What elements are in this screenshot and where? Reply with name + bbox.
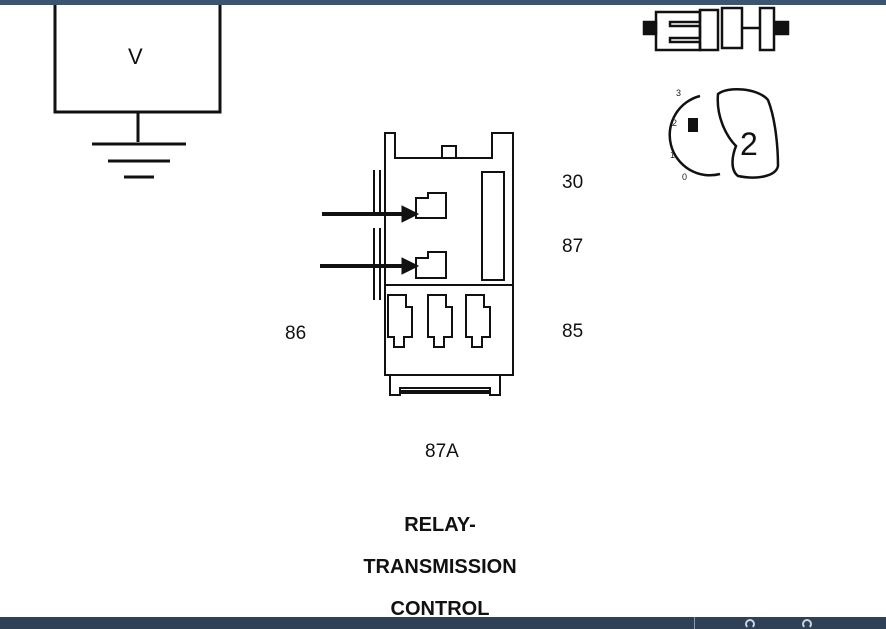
pin-label-86: 86 [285,323,307,344]
pin-label-30: 30 [562,172,584,193]
voltage-source-symbol [53,5,222,179]
switch-position-marker [688,118,698,132]
key-number: 2 [740,126,758,162]
bottom-bar-divider [694,617,695,629]
window-bottom-bar [0,617,886,629]
switch-position-2: 2 [672,118,678,128]
ignition-switch-icon [668,87,780,179]
pin-label-87a: 87A [425,441,459,462]
window-top-bar [0,0,886,5]
relay-title-line-2: TRANSMISSION [363,556,517,578]
relay-title-line-1: RELAY- [404,514,476,536]
bottom-control-icon-1[interactable] [745,619,755,629]
pin-label-87: 87 [562,236,584,257]
connector-icon [642,6,790,52]
bottom-control-icon-2[interactable] [802,619,812,629]
switch-position-1: 1 [670,150,676,160]
arrow-upper-head [401,205,420,223]
pin-label-85: 85 [562,321,584,342]
switch-position-0: 0 [682,172,688,182]
pin-arrows [320,205,420,275]
voltage-label: V [128,44,143,69]
switch-position-3: 3 [676,88,682,98]
arrow-lower-head [401,257,420,275]
relay-title-line-3: CONTROL [390,598,490,620]
